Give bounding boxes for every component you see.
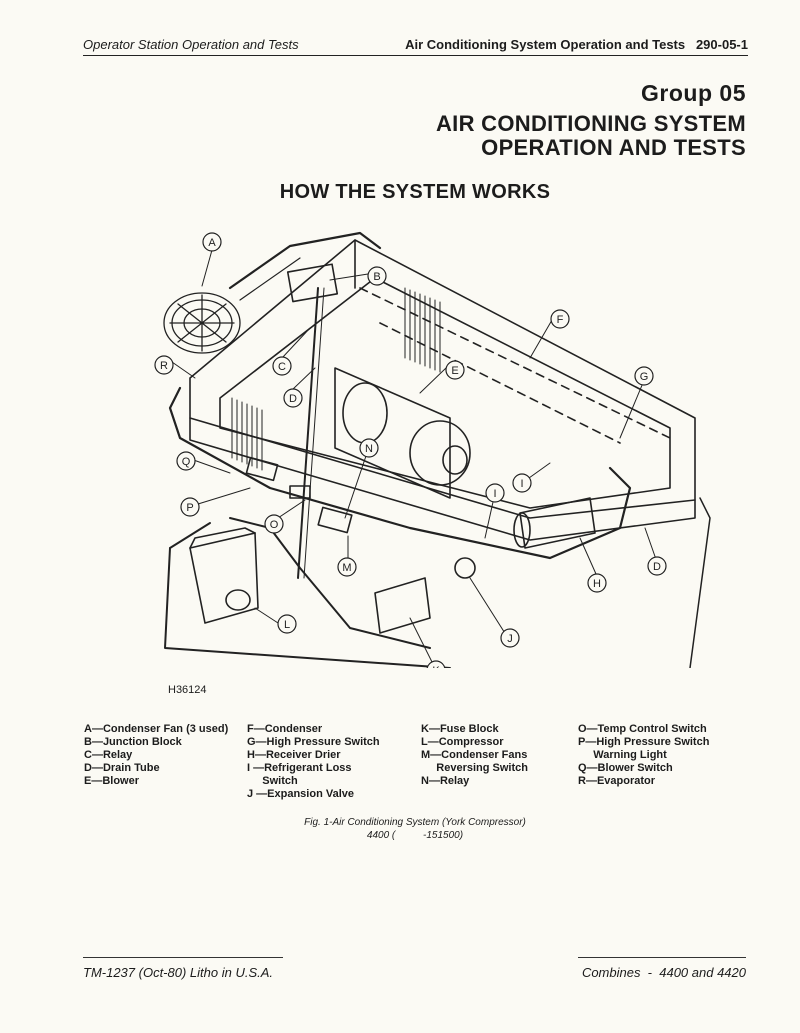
svg-text:N: N — [365, 443, 373, 455]
legend-column-3: K—Fuse Block L—Compressor M—Condenser Fa… — [421, 723, 528, 788]
svg-text:G: G — [640, 371, 649, 383]
svg-text:D: D — [653, 561, 661, 573]
callout-r: R — [154, 355, 174, 375]
legend-item: E—Blower — [84, 775, 140, 787]
footer-rule-left — [83, 957, 283, 958]
legend-item: F—Condenser — [247, 723, 323, 735]
svg-text:B: B — [373, 271, 380, 283]
legend-item: G—High Pressure Switch — [247, 736, 380, 748]
svg-text:C: C — [278, 361, 286, 373]
figure-id: H36124 — [168, 684, 207, 696]
svg-text:H: H — [593, 578, 601, 590]
footer-model-ref: Combines - 4400 and 4420 — [581, 965, 746, 980]
svg-text:J: J — [507, 633, 513, 645]
svg-text:M: M — [342, 562, 351, 574]
callout-a: A — [202, 232, 222, 252]
callout-j: J — [500, 628, 520, 648]
header-section-title: Operator Station Operation and Tests — [83, 37, 299, 52]
callout-f: F — [550, 309, 570, 329]
callout-d: D — [283, 388, 303, 408]
section-title: HOW THE SYSTEM WORKS — [279, 181, 551, 203]
callout-i-lower: I — [485, 483, 505, 503]
legend-item: Warning Light — [578, 749, 667, 761]
caption-line-2: 4400 ( -151500) — [366, 830, 464, 841]
legend-item: A—Condenser Fan (3 used) — [84, 723, 229, 735]
ac-system-diagram: A B C D E F G R Q P O N M L K J I H D I — [154, 231, 711, 668]
legend-item: H—Receiver Drier — [247, 749, 341, 761]
legend-item: N—Relay — [421, 775, 470, 787]
callout-i-upper: I — [512, 473, 532, 493]
legend-item: L—Compressor — [421, 736, 504, 748]
callout-p: P — [180, 497, 200, 517]
caption-line-1: Fig. 1-Air Conditioning System (York Com… — [304, 817, 526, 828]
receiver-drier-shape — [513, 497, 596, 549]
callout-o: O — [264, 514, 284, 534]
legend-item: K—Fuse Block — [421, 723, 499, 735]
legend-item: Switch — [247, 775, 298, 787]
figure-caption: Fig. 1-Air Conditioning System (York Com… — [0, 816, 800, 842]
callout-q: Q — [176, 451, 196, 471]
svg-text:E: E — [451, 365, 458, 377]
svg-text:I: I — [493, 488, 496, 500]
legend-column-4: O—Temp Control Switch P—High Pressure Sw… — [578, 723, 709, 788]
svg-text:A: A — [208, 237, 216, 249]
legend-item: Q—Blower Switch — [578, 762, 673, 774]
legend-column-2: F—Condenser G—High Pressure Switch H—Rec… — [247, 723, 380, 801]
callout-c: C — [272, 356, 292, 376]
legend-item: O—Temp Control Switch — [578, 723, 707, 735]
svg-text:Q: Q — [182, 456, 191, 468]
svg-text:I: I — [520, 478, 523, 490]
callout-m: M — [337, 557, 357, 577]
footer-rule-right — [578, 957, 746, 958]
callout-l: L — [277, 614, 297, 634]
page-header: Operator Station Operation and Tests Air… — [83, 37, 748, 56]
legend-item: J —Expansion Valve — [247, 788, 354, 800]
main-title-line-2: OPERATION AND TESTS — [481, 135, 746, 160]
blower-housing — [334, 367, 451, 499]
group-title: Group 05 — [641, 80, 746, 106]
svg-text:F: F — [557, 314, 564, 326]
legend-item: B—Junction Block — [84, 736, 182, 748]
legend-item: I —Refrigerant Loss — [247, 762, 352, 774]
main-title: AIR CONDITIONING SYSTEM OPERATION AND TE… — [436, 112, 746, 160]
callout-b: B — [367, 266, 387, 286]
svg-text:O: O — [270, 519, 279, 531]
condenser-fan — [163, 292, 241, 354]
callout-n: N — [359, 438, 379, 458]
legend-column-1: A—Condenser Fan (3 used) B—Junction Bloc… — [84, 723, 228, 788]
svg-text:L: L — [284, 619, 290, 631]
callout-h: H — [587, 573, 607, 593]
header-page-ref: Air Conditioning System Operation and Te… — [405, 37, 748, 52]
legend-item: D—Drain Tube — [84, 762, 160, 774]
svg-text:R: R — [160, 360, 168, 372]
legend-item: C—Relay — [84, 749, 133, 761]
legend-item: P—High Pressure Switch — [578, 736, 710, 748]
callout-e: E — [445, 360, 465, 380]
legend-item: M—Condenser Fans — [421, 749, 528, 761]
callout-k: K — [426, 660, 446, 668]
compressor-shape — [189, 527, 259, 624]
footer-manual-ref: TM-1237 (Oct-80) Litho in U.S.A. — [83, 965, 274, 980]
callout-d-right: D — [647, 556, 667, 576]
svg-text:K: K — [432, 665, 440, 668]
svg-text:D: D — [289, 393, 297, 405]
main-title-line-1: AIR CONDITIONING SYSTEM — [435, 111, 746, 136]
legend-item: Reversing Switch — [421, 762, 528, 774]
callout-g: G — [634, 366, 654, 386]
svg-text:P: P — [186, 502, 193, 514]
legend-item: R—Evaporator — [578, 775, 656, 787]
